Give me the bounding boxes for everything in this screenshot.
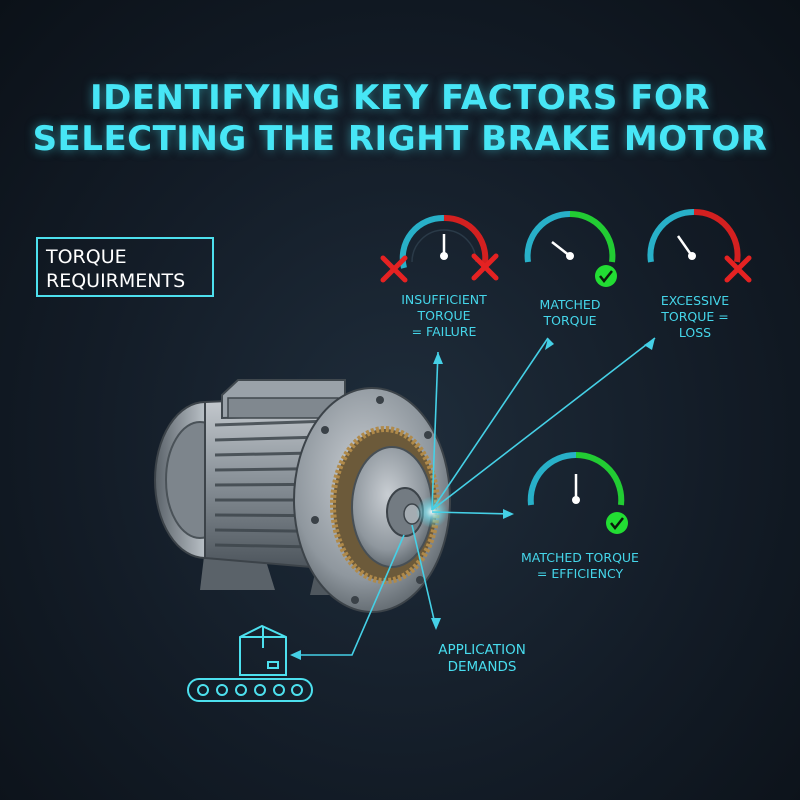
page-title: IDENTIFYING KEY FACTORS FOR SELECTING TH… <box>0 78 800 160</box>
application-demands-label: APPLICATION DEMANDS <box>438 642 526 675</box>
check-icon <box>606 512 628 534</box>
torque-box-line-2: REQUIRMENTS <box>46 270 186 292</box>
title-line-1: IDENTIFYING KEY FACTORS FOR <box>89 78 711 118</box>
conveyor-box-icon <box>187 624 313 702</box>
gauge-insufficient <box>380 214 499 283</box>
brake-motor-illustration <box>154 379 451 613</box>
gauge-excessive <box>647 208 752 283</box>
gauge-needle <box>676 235 694 257</box>
torque-box-line-1: TORQUE <box>46 246 127 268</box>
connector-lines <box>292 337 656 656</box>
gauge-matched <box>524 210 617 287</box>
check-icon <box>595 265 617 287</box>
cross-icon <box>471 253 499 281</box>
gauge-label-matched-efficiency: MATCHED TORQUE = EFFICIENCY <box>521 550 639 581</box>
gauge-matched-efficiency <box>527 451 628 534</box>
cross-icon <box>724 255 752 283</box>
gauge-label-matched: MATCHED TORQUE <box>539 297 601 328</box>
title-line-2: SELECTING THE RIGHT BRAKE MOTOR <box>32 119 768 159</box>
gauge-label-insufficient: INSUFFICIENT TORQUE = FAILURE <box>401 292 487 339</box>
torque-requirements-box: TORQUE REQUIRMENTS <box>36 237 214 297</box>
cross-icon <box>380 255 408 283</box>
connector-arrowheads <box>290 338 655 660</box>
gauge-label-excessive: EXCESSIVE TORQUE = LOSS <box>660 293 730 340</box>
